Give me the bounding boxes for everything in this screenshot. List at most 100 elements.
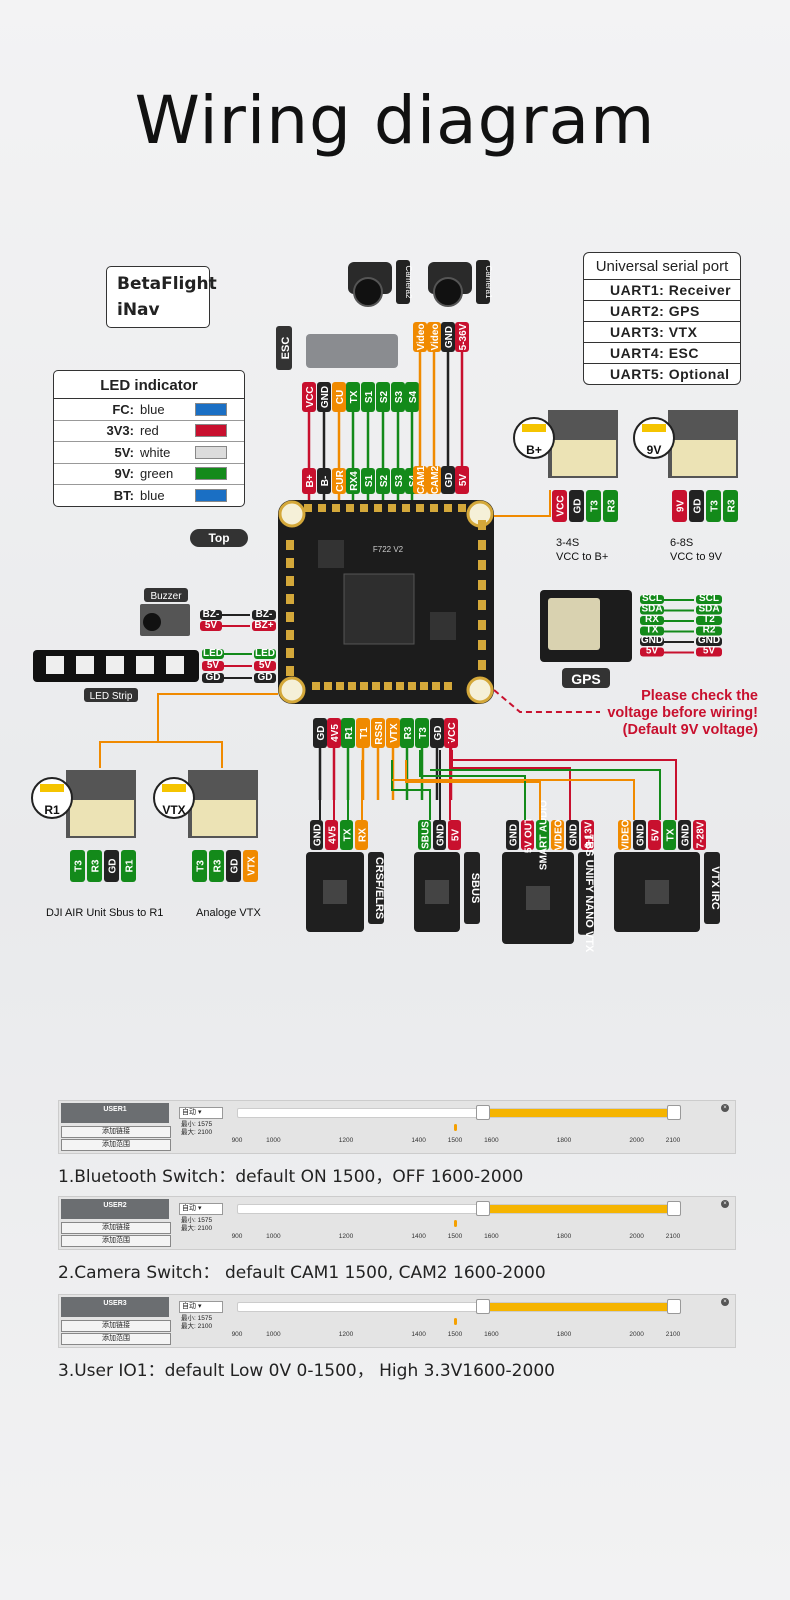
pin-label: GND	[320, 386, 331, 408]
mode-select[interactable]: 自动 ▾	[179, 1203, 223, 1215]
pin-label: SMART AUDIO	[539, 800, 550, 870]
pin-label-bg	[569, 490, 584, 522]
pad	[324, 682, 332, 690]
add-range-button[interactable]: 添加范围	[61, 1139, 171, 1151]
scale-tick-label: 1200	[338, 1233, 354, 1240]
pin-label-bg	[427, 322, 441, 352]
pin-label-bg	[640, 626, 664, 636]
pin-label-bg	[448, 820, 461, 850]
pin-label-bg	[391, 468, 405, 494]
bplus-connector-label: B+	[526, 443, 542, 457]
pin-label: S2	[379, 390, 390, 403]
led-row: 5V: white	[54, 442, 244, 464]
led-label: FC:	[112, 401, 134, 417]
pin-label-bg	[376, 468, 390, 494]
pin-label: R3	[727, 499, 738, 512]
uart-row: UART2: GPS	[584, 301, 740, 322]
pad	[286, 630, 294, 640]
r1-connector-plug	[70, 800, 134, 836]
add-link-button[interactable]: 添加链接	[61, 1320, 171, 1332]
led-color-name: red	[140, 423, 159, 439]
pin-label: B-	[320, 476, 331, 487]
pin-label: T2	[703, 614, 715, 625]
pin-label-bg	[200, 621, 222, 631]
pin-label: S3	[394, 390, 405, 403]
pad	[420, 682, 428, 690]
led-swatch	[195, 467, 227, 481]
close-icon[interactable]: ×	[721, 1298, 729, 1306]
pin-label-bg	[696, 616, 722, 625]
pin-label: GD	[206, 672, 221, 683]
pin-label-bg	[672, 490, 687, 522]
led-swatch	[195, 488, 227, 502]
wire	[391, 760, 431, 820]
scale-tick-label: 2100	[665, 1331, 681, 1338]
pad	[372, 682, 380, 690]
top-badge	[190, 529, 248, 547]
pin-label: 5V	[458, 474, 469, 487]
channel-caption: 1.Bluetooth Switch：default ON 1500，OFF 1…	[58, 1167, 524, 1187]
mode-select[interactable]: 自动 ▾	[179, 1301, 223, 1313]
pin-label: VCC	[305, 386, 316, 407]
pin-label-bg	[202, 673, 224, 683]
pin-label-bg	[226, 850, 241, 882]
firmware-betaflight: BetaFlight	[117, 274, 217, 294]
led-label: 5V:	[114, 444, 134, 460]
pin-label-bg	[209, 850, 224, 882]
range-end-handle[interactable]	[667, 1105, 681, 1120]
scale-tick-label: 1000	[266, 1137, 281, 1144]
pad	[286, 612, 294, 622]
firmware-box: BetaFlight iNav	[106, 266, 217, 328]
pin-label: T1	[359, 727, 370, 739]
pin-label: S1	[364, 474, 375, 487]
gps-antenna	[548, 598, 600, 650]
close-icon[interactable]: ×	[721, 1200, 729, 1208]
nine-v-connector-plug	[672, 440, 736, 476]
pin-label-bg	[455, 322, 469, 352]
pin-label: GND	[641, 635, 663, 646]
crsf-receiver-label: CRSF/ELRS	[373, 857, 385, 919]
scale-tick-label: 1400	[411, 1137, 426, 1144]
mode-select[interactable]: 自动 ▾	[179, 1107, 223, 1119]
pin-label-bg	[243, 850, 258, 882]
esc-body	[306, 334, 398, 368]
pad	[478, 620, 486, 630]
pin-label: Video	[430, 323, 441, 350]
pin-label: GND	[509, 824, 520, 846]
led-strip-label: LED Strip	[90, 691, 133, 702]
pin-label-bg	[371, 718, 385, 748]
pin-label: GD	[693, 499, 704, 514]
r1-connector-label: R1	[44, 803, 60, 817]
range-start-handle[interactable]	[476, 1299, 491, 1314]
pin-label: GND	[636, 824, 647, 846]
add-link-button[interactable]: 添加链接	[61, 1222, 171, 1234]
min-label: 最小: 1575	[181, 1217, 213, 1224]
tbs-vtx-chip	[526, 886, 550, 910]
range-start-handle[interactable]	[476, 1105, 491, 1120]
pin-label-bg	[648, 820, 661, 850]
add-range-button[interactable]: 添加范围	[61, 1333, 171, 1345]
pin-label: 5V	[205, 620, 218, 631]
mounting-hole	[278, 500, 306, 528]
close-icon[interactable]: ×	[721, 1104, 729, 1112]
pin-label-bg	[689, 490, 704, 522]
pin-label-bg	[696, 605, 722, 615]
pin-label-bg	[551, 820, 564, 850]
pin-label: VTX	[389, 723, 400, 743]
pin-label-bg	[633, 820, 646, 850]
pin-label: GD	[444, 473, 455, 488]
range-end-handle[interactable]	[667, 1201, 681, 1216]
pin-label-bg	[202, 649, 224, 659]
wire	[452, 759, 677, 820]
warning-line: voltage before wiring!	[607, 705, 758, 721]
wire	[430, 769, 661, 820]
add-link-button[interactable]: 添加链接	[61, 1126, 171, 1138]
led-color-name: white	[140, 444, 171, 460]
add-range-button[interactable]: 添加范围	[61, 1235, 171, 1247]
pin-label: LED	[255, 648, 275, 659]
range-end-handle[interactable]	[667, 1299, 681, 1314]
led-swatch	[195, 402, 227, 416]
scale-tick-label: 1200	[338, 1331, 354, 1338]
range-start-handle[interactable]	[476, 1201, 491, 1216]
